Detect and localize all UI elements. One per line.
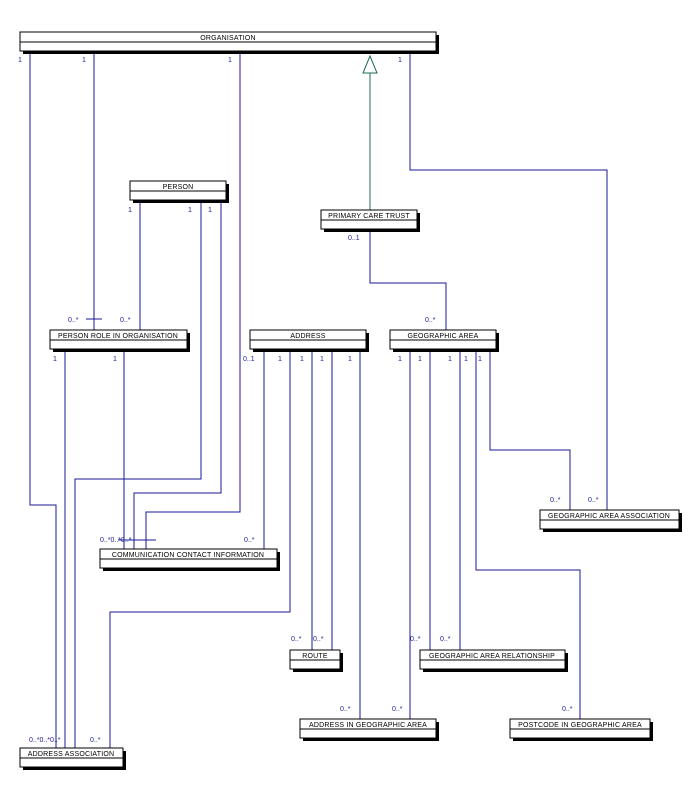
multiplicity-label: 0..* — [550, 497, 561, 504]
entity-person-role-in-organisation[interactable]: PERSON ROLE IN ORGANISATION — [49, 329, 190, 352]
multiplicity-label: 0..* — [90, 737, 101, 744]
association-lines — [29, 52, 608, 748]
entity-postcode-in-geographic-area[interactable]: POSTCODE IN GEOGRAPHIC AREA — [509, 718, 653, 741]
multiplicity-label: 0..* — [392, 706, 403, 713]
line-org-geo-area-association — [409, 52, 608, 510]
entity-geographic-area-label: GEOGRAPHIC AREA — [407, 333, 478, 340]
multiplicity-label: 1 — [398, 57, 402, 64]
multiplicity-label: 1 — [478, 356, 482, 363]
entity-primary-care-trust-label: PRIMARY CARE TRUST — [328, 213, 410, 220]
entity-postcode-label: POSTCODE IN GEOGRAPHIC AREA — [518, 722, 642, 729]
multiplicity-label: 0..* — [244, 537, 255, 544]
line-person-communication — [133, 203, 222, 549]
entity-address-in-geo-area-label: ADDRESS IN GEOGRAPHIC AREA — [309, 722, 427, 729]
line-geo-area-postcode — [475, 352, 581, 719]
multiplicity-label: 1 — [398, 356, 402, 363]
multiplicity-label: 0..*0..*0..* — [29, 737, 61, 744]
multiplicity-label: 1 — [82, 57, 86, 64]
multiplicity-label: 0..* — [410, 636, 421, 643]
entity-route-label: ROUTE — [302, 653, 328, 660]
multiplicity-label: 1 — [320, 356, 324, 363]
multiplicity-label: 1 — [113, 356, 117, 363]
entity-address[interactable]: ADDRESS — [249, 329, 369, 352]
entity-primary-care-trust[interactable]: PRIMARY CARE TRUST — [320, 209, 420, 232]
entity-address-association[interactable]: ADDRESS ASSOCIATION — [19, 747, 126, 770]
entity-address-in-geographic-area[interactable]: ADDRESS IN GEOGRAPHIC AREA — [299, 718, 439, 741]
entity-geographic-area-relationship[interactable]: GEOGRAPHIC AREA RELATIONSHIP — [419, 649, 568, 672]
generalization-arrow — [362, 54, 378, 74]
line-org-address-association — [29, 52, 57, 748]
multiplicity-label: 0..* — [120, 317, 131, 324]
multiplicity-label: 0..* — [425, 317, 436, 324]
multiplicity-label: 0..* — [562, 706, 573, 713]
entity-geographic-area[interactable]: GEOGRAPHIC AREA — [389, 329, 499, 352]
multiplicity-label: 1 — [208, 207, 212, 214]
entity-person-label: PERSON — [163, 184, 194, 191]
entity-communication-label: COMMUNICATION CONTACT INFORMATION — [112, 552, 264, 559]
line-org-communication — [145, 52, 241, 549]
multiplicity-label: 1 — [464, 356, 468, 363]
multiplicity-label: 0..1 — [243, 356, 255, 363]
entity-geographic-area-association[interactable]: GEOGRAPHIC AREA ASSOCIATION — [539, 509, 682, 532]
multiplicity-label: 1 — [448, 356, 452, 363]
line-pct-geographic-area — [369, 230, 447, 330]
entity-communication-contact-information[interactable]: COMMUNICATION CONTACT INFORMATION — [99, 548, 280, 571]
multiplicity-label: 1 — [278, 356, 282, 363]
entity-route[interactable]: ROUTE — [289, 649, 343, 672]
multiplicity-label: 1 — [188, 207, 192, 214]
entity-geo-area-relationship-label: GEOGRAPHIC AREA RELATIONSHIP — [429, 653, 555, 660]
line-geo-area-association — [489, 352, 571, 510]
multiplicity-label: 0..* — [340, 706, 351, 713]
entity-organisation-label: ORGANISATION — [200, 35, 256, 42]
line-person-address-association — [74, 203, 202, 748]
entity-address-association-label: ADDRESS ASSOCIATION — [28, 751, 115, 758]
multiplicity-label: 0..* — [291, 636, 302, 643]
multiplicity-label: 0..* — [313, 636, 324, 643]
multiplicity-label: 0..* — [588, 497, 599, 504]
multiplicity-label: 1 — [18, 57, 22, 64]
multiplicity-label: 1 — [128, 207, 132, 214]
multiplicity-label: 1 — [418, 356, 422, 363]
multiplicity-label: 0..*0..*0..* — [100, 537, 132, 544]
entity-organisation[interactable]: ORGANISATION — [19, 31, 439, 54]
multiplicity-label: 0..1 — [348, 235, 360, 242]
multiplicity-label: 1 — [228, 57, 232, 64]
multiplicity-label: 0..* — [440, 636, 451, 643]
multiplicity-labels: 1 1 1 1 1 1 1 0..1 0..* 0..* 0..* 1 1 0.… — [18, 57, 599, 744]
line-address-address-association — [109, 352, 291, 748]
multiplicity-label: 1 — [348, 356, 352, 363]
multiplicity-label: 1 — [53, 356, 57, 363]
multiplicity-label: 0..* — [68, 317, 79, 324]
entity-geo-area-association-label: GEOGRAPHIC AREA ASSOCIATION — [548, 513, 670, 520]
entity-address-label: ADDRESS — [290, 333, 325, 340]
entity-person-role-label: PERSON ROLE IN ORGANISATION — [58, 333, 178, 340]
multiplicity-label: 1 — [300, 356, 304, 363]
entity-person[interactable]: PERSON — [129, 180, 229, 203]
